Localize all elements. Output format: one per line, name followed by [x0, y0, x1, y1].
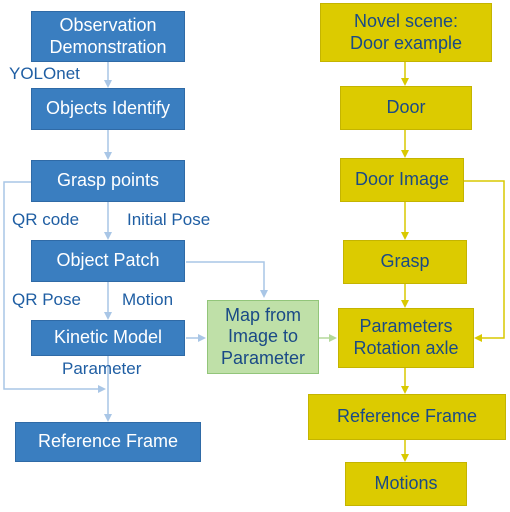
objects-identify-box: Objects Identify	[31, 88, 185, 130]
parameters-rotation-axle-box: Parameters Rotation axle	[338, 308, 474, 368]
arrow-image-to-parameters	[463, 180, 505, 342]
parameter-label: Parameter	[62, 359, 142, 378]
qr-pose-label: QR Pose	[12, 290, 81, 309]
grasp-box: Grasp	[343, 240, 467, 284]
novel-scene-box: Novel scene: Door example	[320, 3, 492, 62]
motion-label: Motion	[122, 290, 174, 309]
door-box: Door	[340, 86, 472, 130]
object-patch-box: Object Patch	[31, 240, 185, 282]
map-image-to-parameter-box: Map from Image to Parameter	[207, 300, 319, 374]
right-reference-frame-box: Reference Frame	[308, 394, 506, 440]
arrow-grasp-bypass	[3, 181, 106, 393]
qr-code-label: QR code	[12, 210, 80, 229]
observation-demonstration-box: Observation Demonstration	[31, 11, 185, 62]
motions-box: Motions	[345, 462, 467, 506]
reference-frame-box: Reference Frame	[15, 422, 201, 462]
door-image-box: Door Image	[340, 158, 464, 202]
grasp-points-box: Grasp points	[31, 160, 185, 202]
arrow-patch-to-map	[186, 261, 268, 298]
kinetic-model-box: Kinetic Model	[31, 320, 185, 356]
initial-pose-label: Initial Pose	[127, 210, 211, 229]
yolonet-label: YOLOnet	[9, 64, 80, 83]
